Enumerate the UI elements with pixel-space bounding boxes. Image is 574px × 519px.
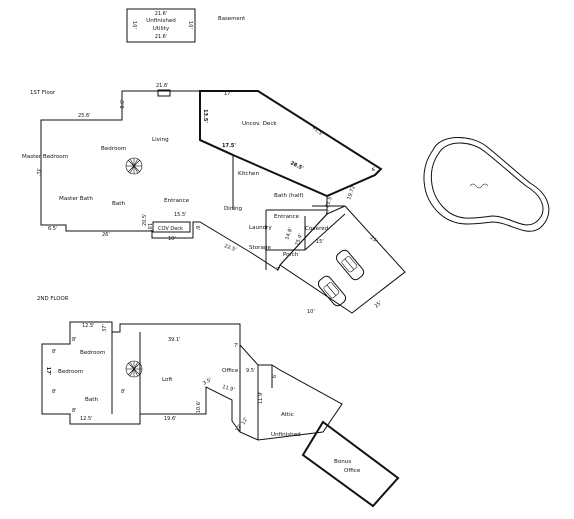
dim-bump-height: 8.6' <box>120 99 126 108</box>
room-porch: Porch <box>283 252 299 258</box>
dim-right-d: 11.9' <box>221 384 235 393</box>
room-bedroom: Bedroom <box>101 146 126 152</box>
room-loft: Loft <box>162 377 173 383</box>
dim-right-e: 11.9' <box>258 391 264 404</box>
dim-top-b: 37' <box>102 324 108 332</box>
dim-kitchen-diag: 28.5' <box>289 160 305 171</box>
room-entrance-2: Entrance <box>274 214 300 220</box>
room-bedroom-2: Bedroom <box>58 369 83 375</box>
room-entrance: Entrance <box>164 198 190 204</box>
dim-right-f: 12' <box>241 416 250 426</box>
car-2 <box>317 275 347 307</box>
room-kitchen: Kitchen <box>238 171 259 177</box>
room-master-bath: Master Bath <box>59 196 93 202</box>
room-bath: Bath <box>85 397 98 403</box>
dim-mid-small: 20.5' <box>142 213 148 226</box>
dim-left-c: 8' <box>52 389 57 395</box>
room-bath: Bath <box>112 201 125 207</box>
dim-mid-width: 15.5' <box>174 212 187 218</box>
basement-heading: Basement <box>218 16 245 22</box>
first-floor-bump <box>157 89 171 97</box>
dim-left-a: 8' <box>52 349 57 355</box>
dim-bottom-b: 19.6' <box>164 416 177 422</box>
room-master-bedroom: Master Bedroom <box>22 154 68 160</box>
dim-right-diag: 19.72' <box>346 184 357 201</box>
dim-bottom-side: 10.6' <box>196 401 202 414</box>
dim-cov-deck-side: 10' <box>146 223 152 231</box>
dim-bottom-a: 12.5' <box>80 416 93 422</box>
dim-bottom-left: 26' <box>102 232 110 238</box>
dim-deck-diag: 41.5' <box>311 125 324 138</box>
car-1 <box>335 249 365 281</box>
dim-deck-side: 13.5' <box>202 109 208 123</box>
spiral-stair-2 <box>125 360 143 378</box>
second-floor-section: 2ND FLOOR Bedroom Bedroom Loft Bath Offi… <box>37 296 400 508</box>
room-office: Office <box>222 368 239 374</box>
first-floor-heading: 1ST Floor <box>30 90 56 96</box>
basement-left-dim: 10' <box>131 21 137 29</box>
basement-room-label-1: Unfinished <box>146 18 176 24</box>
dim-garage-top: 25' <box>369 235 379 245</box>
dim-inner-b: 8' <box>121 389 126 395</box>
room-covered: Covered <box>305 226 329 232</box>
pool <box>423 136 550 232</box>
dim-deck-top: 17' <box>224 91 232 97</box>
basement-right-dim: 10' <box>187 21 193 29</box>
dim-top-a: 12.5' <box>82 323 95 329</box>
room-attic-2: Unfinished <box>271 432 301 438</box>
dim-laundry-side: 14.8' <box>284 227 294 241</box>
room-bath-half: Bath (half) <box>274 193 304 199</box>
dim-garage-bottom: 25' <box>373 300 383 310</box>
basement-outline <box>126 8 196 43</box>
dim-garage-side: 10' <box>307 309 315 315</box>
dim-covered-small: 7' <box>325 210 330 216</box>
dim-porch-side: 7' <box>276 267 281 273</box>
room-cov-deck: COV Deck <box>158 226 183 232</box>
dim-top-c: 39.1' <box>168 337 181 343</box>
dim-left-side: 31' <box>35 168 41 176</box>
dim-top-bump: 21.6' <box>156 83 169 89</box>
second-floor-outline <box>41 321 343 441</box>
room-bonus-1: Bonus <box>334 459 351 465</box>
first-floor-section: 1ST Floor <box>22 83 406 315</box>
room-attic-1: Attic <box>281 412 294 418</box>
bonus-office-outline <box>301 420 400 508</box>
room-storage: Storage <box>249 245 271 251</box>
room-dining: Dining <box>224 206 243 212</box>
basement-section: 21.6' Unfinished Utility 21.6' 10' 10' B… <box>126 8 245 43</box>
dim-covered-side: 15' <box>316 239 324 245</box>
dim-storage-diag: 22.5' <box>223 243 237 253</box>
second-floor-heading: 2ND FLOOR <box>37 296 69 302</box>
room-bonus-2: Office <box>344 468 361 474</box>
room-bedroom-1: Bedroom <box>80 350 105 356</box>
spiral-stair-1 <box>125 157 143 175</box>
dim-left-b: 17' <box>45 367 51 376</box>
dim-deck-bottom: 17.5' <box>222 143 236 149</box>
dim-right-b: 9.5' <box>246 368 255 374</box>
dim-inner-c: 8' <box>72 408 77 414</box>
dim-cov-deck-width: 10' <box>168 236 176 242</box>
dim-left-top: 25.6' <box>78 113 91 119</box>
cov-deck-outline <box>152 221 191 233</box>
dim-bottom-left-small: 6.5' <box>48 226 57 232</box>
basement-room-label-2: Utility <box>153 26 170 32</box>
room-living: Living <box>152 137 169 143</box>
dim-small-side: 6' <box>194 226 200 231</box>
dim-inner-a: 8' <box>72 337 77 343</box>
dim-right-c: 3.5' <box>202 377 213 387</box>
dim-right-g: 12' <box>235 423 244 433</box>
basement-bottom-dim: 21.6' <box>155 34 168 40</box>
garage-outline <box>279 205 406 314</box>
basement-top-dim: 21.6' <box>155 11 168 17</box>
dim-right-h: 6' <box>272 373 278 378</box>
dim-right-a: 7' <box>234 343 239 349</box>
dim-porch-small: 25.4' <box>294 233 304 247</box>
room-uncov-deck: Uncov. Deck <box>242 121 277 127</box>
dim-right-small: 4' <box>370 166 377 174</box>
room-laundry: Laundry <box>249 225 272 231</box>
dim-wall-small: 21.5' <box>324 195 334 209</box>
